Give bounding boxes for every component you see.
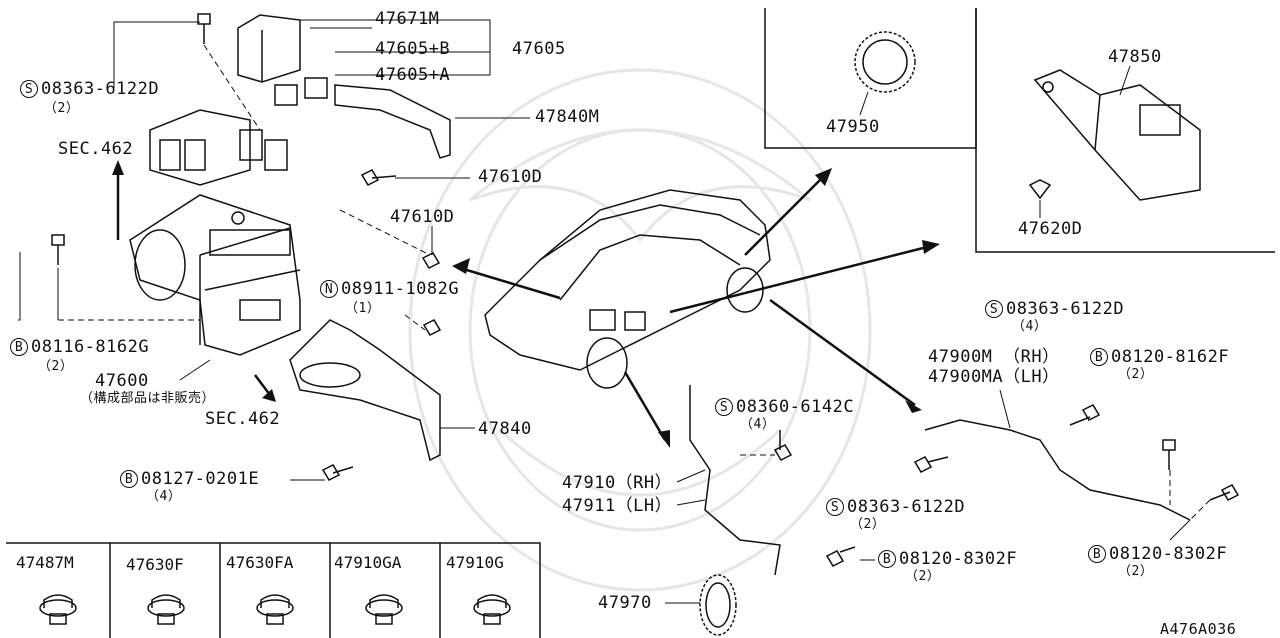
- label-47605A: 47605+A: [375, 65, 451, 85]
- part-code: 08120-8302F: [899, 549, 1018, 569]
- relay-47671M: [237, 14, 301, 83]
- arrow-heads: [112, 160, 940, 448]
- control-unit-47850: [1033, 69, 1201, 201]
- prefix-mark: S: [20, 80, 38, 98]
- prefix-mark: S: [826, 498, 844, 516]
- prefix-mark: S: [715, 398, 733, 416]
- grommet-icons: [39, 594, 511, 625]
- bracket-47840: [289, 319, 441, 462]
- qty-b10: （2）: [1118, 564, 1154, 579]
- part-code: 08120-8302F: [1109, 544, 1228, 564]
- bracket-hole: [299, 362, 361, 388]
- sensor-harness-47910: [689, 385, 781, 576]
- qty-b9: （2）: [905, 569, 941, 584]
- qty-b8: （2）: [850, 517, 886, 532]
- label-47610D-1: 47610D: [478, 167, 543, 187]
- label-47910: 47910（RH）: [562, 473, 673, 493]
- dashed-guide-lines: [58, 44, 1211, 521]
- part-code: 08116-8162G: [31, 337, 150, 357]
- qty-b3: （1）: [345, 301, 381, 316]
- prefix-mark: N: [320, 280, 338, 298]
- part-code: 08363-6122D: [847, 497, 966, 517]
- label-47605B: 47605+B: [375, 39, 451, 59]
- label-47900MA: 47900MA（LH）: [928, 367, 1060, 387]
- prefix-mark: B: [10, 338, 28, 356]
- label-47850: 47850: [1108, 47, 1162, 67]
- prefix-mark: B: [1090, 348, 1108, 366]
- label-sec462-bottom: SEC.462: [205, 409, 281, 429]
- label-47600: 47600: [95, 371, 149, 391]
- sensor-harness-47900M: [924, 419, 1191, 521]
- label-47600-note: （構成部品は非販売）: [80, 391, 216, 406]
- prefix-mark: B: [1088, 545, 1106, 563]
- label-47605: 47605: [512, 39, 566, 59]
- inset-frame-control-unit: [975, 8, 1275, 253]
- qty-b1: （2）: [44, 101, 80, 116]
- prefix-mark: B: [120, 470, 138, 488]
- vehicle-outline: [484, 189, 771, 389]
- label-47900M: 47900M （RH）: [928, 347, 1060, 367]
- figure-id: A476A036: [1160, 620, 1237, 638]
- bracket-47840M: [334, 84, 451, 159]
- qty-b2: （2）: [38, 359, 74, 374]
- abs-actuator-unit: [129, 109, 301, 356]
- qty-b7: （2）: [1118, 367, 1154, 382]
- label-47950: 47950: [826, 117, 880, 137]
- grommet-label-2: 47630F: [126, 555, 184, 574]
- grommet-table-frame: [6, 542, 541, 638]
- grommet-label-4: 47910GA: [334, 553, 402, 572]
- label-47610D-2: 47610D: [390, 207, 455, 227]
- tone-ring-47970: [699, 574, 737, 636]
- part-code: 08127-0201E: [141, 469, 260, 489]
- label-47671M: 47671M: [375, 9, 440, 29]
- clip-47620D: [1028, 179, 1052, 200]
- part-code: 08911-1082G: [341, 279, 460, 299]
- bolt-icons: [51, 13, 1240, 567]
- part-code: 08363-6122D: [1006, 299, 1125, 319]
- part-code: 08120-8162F: [1111, 347, 1230, 367]
- prefix-mark: B: [878, 550, 896, 568]
- label-47911: 47911（LH）: [562, 496, 673, 516]
- leader-lines: [18, 19, 1191, 604]
- relays-47605: [274, 77, 328, 106]
- grommet-label-3: 47630FA: [226, 553, 294, 572]
- label-sec462-top: SEC.462: [58, 139, 134, 159]
- qty-b5: （4）: [740, 417, 776, 432]
- grommet-label-5: 47910G: [446, 553, 504, 572]
- qty-b6: （4）: [1012, 319, 1048, 334]
- part-code: 08360-6142C: [736, 397, 855, 417]
- part-code: 08363-6122D: [41, 79, 160, 99]
- grommet-label-1: 47487M: [16, 553, 74, 572]
- label-47620D: 47620D: [1018, 219, 1083, 239]
- reference-arrows: [116, 168, 936, 441]
- label-47970: 47970: [598, 593, 652, 613]
- tone-ring-47950: [854, 31, 916, 93]
- label-47840M: 47840M: [535, 107, 600, 127]
- qty-b4: （4）: [146, 489, 182, 504]
- prefix-mark: S: [985, 300, 1003, 318]
- label-47840: 47840: [478, 419, 532, 439]
